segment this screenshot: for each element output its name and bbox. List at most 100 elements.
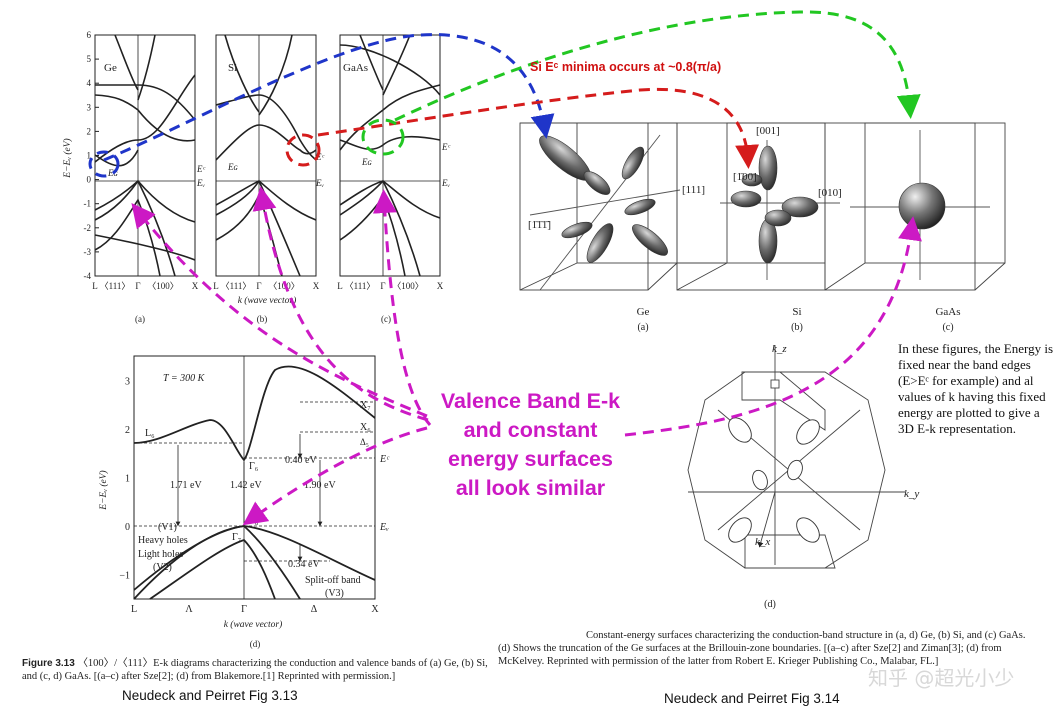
valence-line-3: energy surfaces xyxy=(448,447,613,471)
valence-line-2: and constant xyxy=(463,418,598,442)
panel-d-x-tick: Δ xyxy=(311,604,318,615)
gap-142: 1.42 eV xyxy=(230,480,262,491)
gaas-eg-label: Eɢ xyxy=(361,157,372,167)
top-y-tick: 2 xyxy=(87,126,92,136)
gaas-detailed-band-diagram: 3 2 1 0 −1 E−Eᵥ (eV) L Λ Γ Δ X k (wave vector) (… xyxy=(98,355,390,649)
top-y-tick: -1 xyxy=(84,199,92,209)
gaas-ec-label: Eᶜ xyxy=(441,142,450,152)
credit-3-13: Neudeck and Peirret Fig 3.13 xyxy=(122,688,298,703)
cube-sub-c: (c) xyxy=(942,322,953,333)
v1-label: (V1) xyxy=(158,522,177,533)
top-x-tick: 〈100〉 xyxy=(392,281,424,291)
gap-040: 0.40 eV xyxy=(285,455,317,466)
top-x-tick: 〈100〉 xyxy=(268,281,300,291)
panel-d-frame xyxy=(133,355,376,600)
top-x-tick: Γ xyxy=(135,281,140,291)
panel-d-y-tick: 2 xyxy=(125,425,130,436)
ge-dir-111: [111] xyxy=(682,184,705,196)
panel-si-frame xyxy=(215,34,317,277)
top-y-tick: -2 xyxy=(84,223,92,233)
cube-gaas-label: GaAs xyxy=(935,306,960,318)
red-circle-si xyxy=(285,133,321,167)
magenta-arrow-si xyxy=(252,186,429,422)
cube-ge xyxy=(519,122,681,291)
top-x-tick: 〈111〉 xyxy=(221,281,252,291)
panel-d-x-tick: X xyxy=(371,604,379,615)
bz-sub-d: (d) xyxy=(764,599,776,610)
cube-gaas xyxy=(824,122,1006,291)
x7-label: X₇ xyxy=(360,400,371,411)
panel-d-ylabel: E−Eᵥ (eV) xyxy=(98,470,109,510)
figure-3-13-label: Figure 3.13 xyxy=(22,658,75,669)
cube-ge-label: Ge xyxy=(637,306,650,318)
d-ev-label: Eᵥ xyxy=(379,522,389,533)
ge-ev-label: Eᵥ xyxy=(196,178,205,188)
band-diagram-panels: Ge Si GaAs Eɢ Eɢ Eɢ Eᶜ Eᵥ Eᶜ Eᵥ Eᶜ Eᵥ 65… xyxy=(62,30,450,324)
bz-kz: k_z xyxy=(772,343,787,355)
constant-energy-surface-cubes xyxy=(519,122,1006,291)
panel-d-y-tick: −1 xyxy=(119,571,130,582)
ge-dir-111bar: [1̄1̄1̄] xyxy=(528,219,551,231)
top-x-tick: X xyxy=(437,281,444,291)
panel-d-x-tick: L xyxy=(131,604,137,615)
valence-band-annotation: Valence Band E-k and constant energy sur… xyxy=(418,387,643,503)
gap-190: 1.90 eV xyxy=(304,480,336,491)
magenta-arrow-ge xyxy=(131,202,428,418)
gap-034: 0.34 eV xyxy=(288,559,320,570)
gaas-ev-label: Eᵥ xyxy=(441,178,450,188)
panel-d-y-tick: 3 xyxy=(125,377,130,388)
g6-label: Γ₆ xyxy=(249,461,259,472)
cube-sub-a: (a) xyxy=(637,322,648,333)
panel-d-xlabel: k (wave vector) xyxy=(224,619,283,630)
panel-si-label: Si xyxy=(228,62,237,74)
top-x-tick: 〈100〉 xyxy=(147,281,179,291)
cube-si-label: Si xyxy=(792,306,801,318)
gap-171: 1.71 eV xyxy=(170,480,202,491)
panel-d-y-tick: 1 xyxy=(125,474,130,485)
bz-labels: k_z k_y k_x (d) xyxy=(755,343,919,610)
ge-ec-label: Eᶜ xyxy=(196,164,205,174)
top-y-tick: 3 xyxy=(87,102,92,112)
si-ec-label: Eᶜ xyxy=(315,152,324,162)
figure-3-13-text: 〈100〉/〈111〉E-k diagrams characterizing t… xyxy=(22,658,488,682)
annotation-arrows xyxy=(88,10,922,526)
top-y-tick: -4 xyxy=(84,271,92,281)
credit-3-14: Neudeck and Peirret Fig 3.14 xyxy=(664,691,840,706)
top-x-tick: L xyxy=(337,281,343,291)
g7-label: Γ₇ xyxy=(232,532,241,543)
magenta-arrow-gaas-sphere xyxy=(624,216,922,437)
top-y-tick: 1 xyxy=(87,151,92,161)
bz-kx: k_x xyxy=(755,536,770,548)
si-dir-010: [010] xyxy=(818,187,842,199)
sub-a: (a) xyxy=(135,314,145,324)
v3-label: (V3) xyxy=(325,588,344,599)
top-x-tick: X xyxy=(192,281,199,291)
top-y-tick: 6 xyxy=(87,30,92,40)
panel-gaas-label: GaAs xyxy=(343,62,368,74)
panel-d-x-tick: Γ xyxy=(241,604,247,615)
cube-labels: [111] [1̄1̄1̄] [001] [1̄00] [010] Ge Si … xyxy=(528,125,961,333)
top-xlabel: k (wave vector) xyxy=(238,295,297,306)
energy-note: In these figures, the Energy is fixed ne… xyxy=(898,341,1053,436)
si-eg-label: Eɢ xyxy=(227,162,238,172)
panel-d-x-tick: Λ xyxy=(185,604,193,615)
blue-circle-ge xyxy=(88,150,120,178)
magenta-arrow-panel-d xyxy=(242,426,428,526)
top-x-tick: 〈111〉 xyxy=(345,281,376,291)
cube-sub-b: (b) xyxy=(791,322,803,333)
heavy-holes-label: Heavy holes xyxy=(138,535,188,546)
blue-arrow xyxy=(103,33,555,162)
gaas-bands xyxy=(339,34,441,277)
magenta-arrow-gaas xyxy=(372,189,432,426)
panel-gaas-frame xyxy=(339,34,441,277)
brillouin-zone-diagram xyxy=(687,345,905,569)
valence-line-1: Valence Band E-k xyxy=(440,389,621,413)
panel-d-y-tick: 0 xyxy=(125,522,130,533)
si-ev-label: Eᵥ xyxy=(315,178,324,188)
splitoff-label: Split-off band xyxy=(305,575,361,586)
green-circle-gaas xyxy=(361,118,405,156)
top-x-tick: Γ xyxy=(256,281,261,291)
